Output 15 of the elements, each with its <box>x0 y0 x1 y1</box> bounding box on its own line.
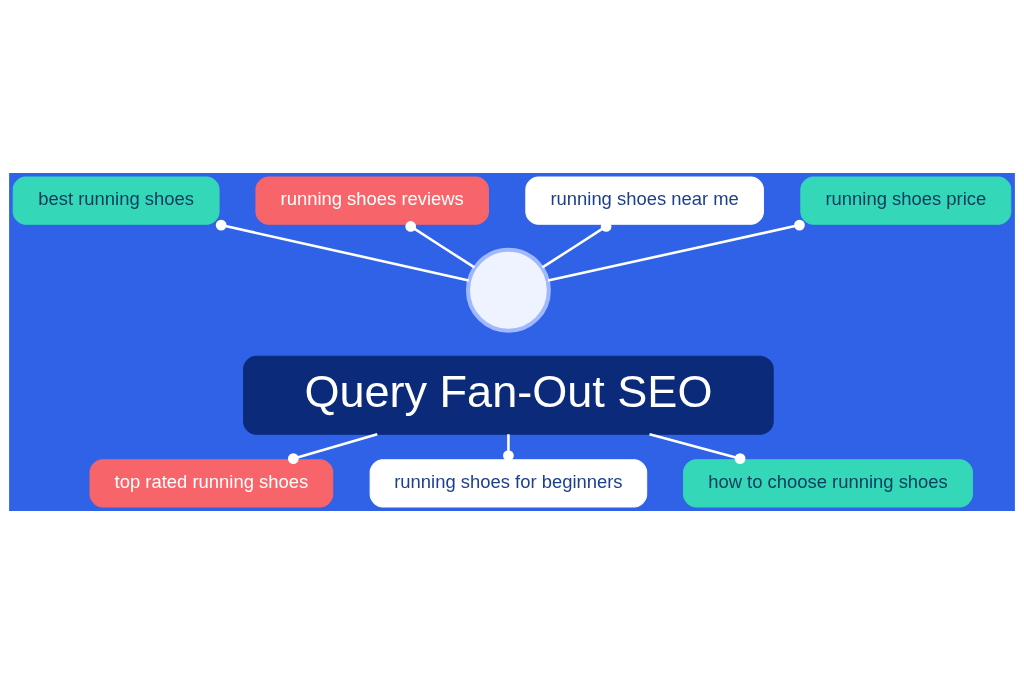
node-box: how to choose running shoes <box>683 458 973 507</box>
node-box: running shoes near me <box>525 176 764 225</box>
connector <box>649 432 746 464</box>
node-box: running shoes for beginners <box>369 458 648 507</box>
node-box: top rated running shoes <box>89 458 334 507</box>
node-box: running shoes price <box>800 176 1012 225</box>
node-box: running shoes reviews <box>255 176 489 225</box>
node-box: Query Fan-Out SEO <box>243 355 774 435</box>
connector <box>405 220 476 268</box>
node-circle <box>465 247 551 333</box>
connector <box>215 219 470 282</box>
connector <box>287 432 378 464</box>
connector <box>547 219 805 282</box>
node-box: best running shoes <box>12 176 220 225</box>
connector <box>503 433 514 461</box>
